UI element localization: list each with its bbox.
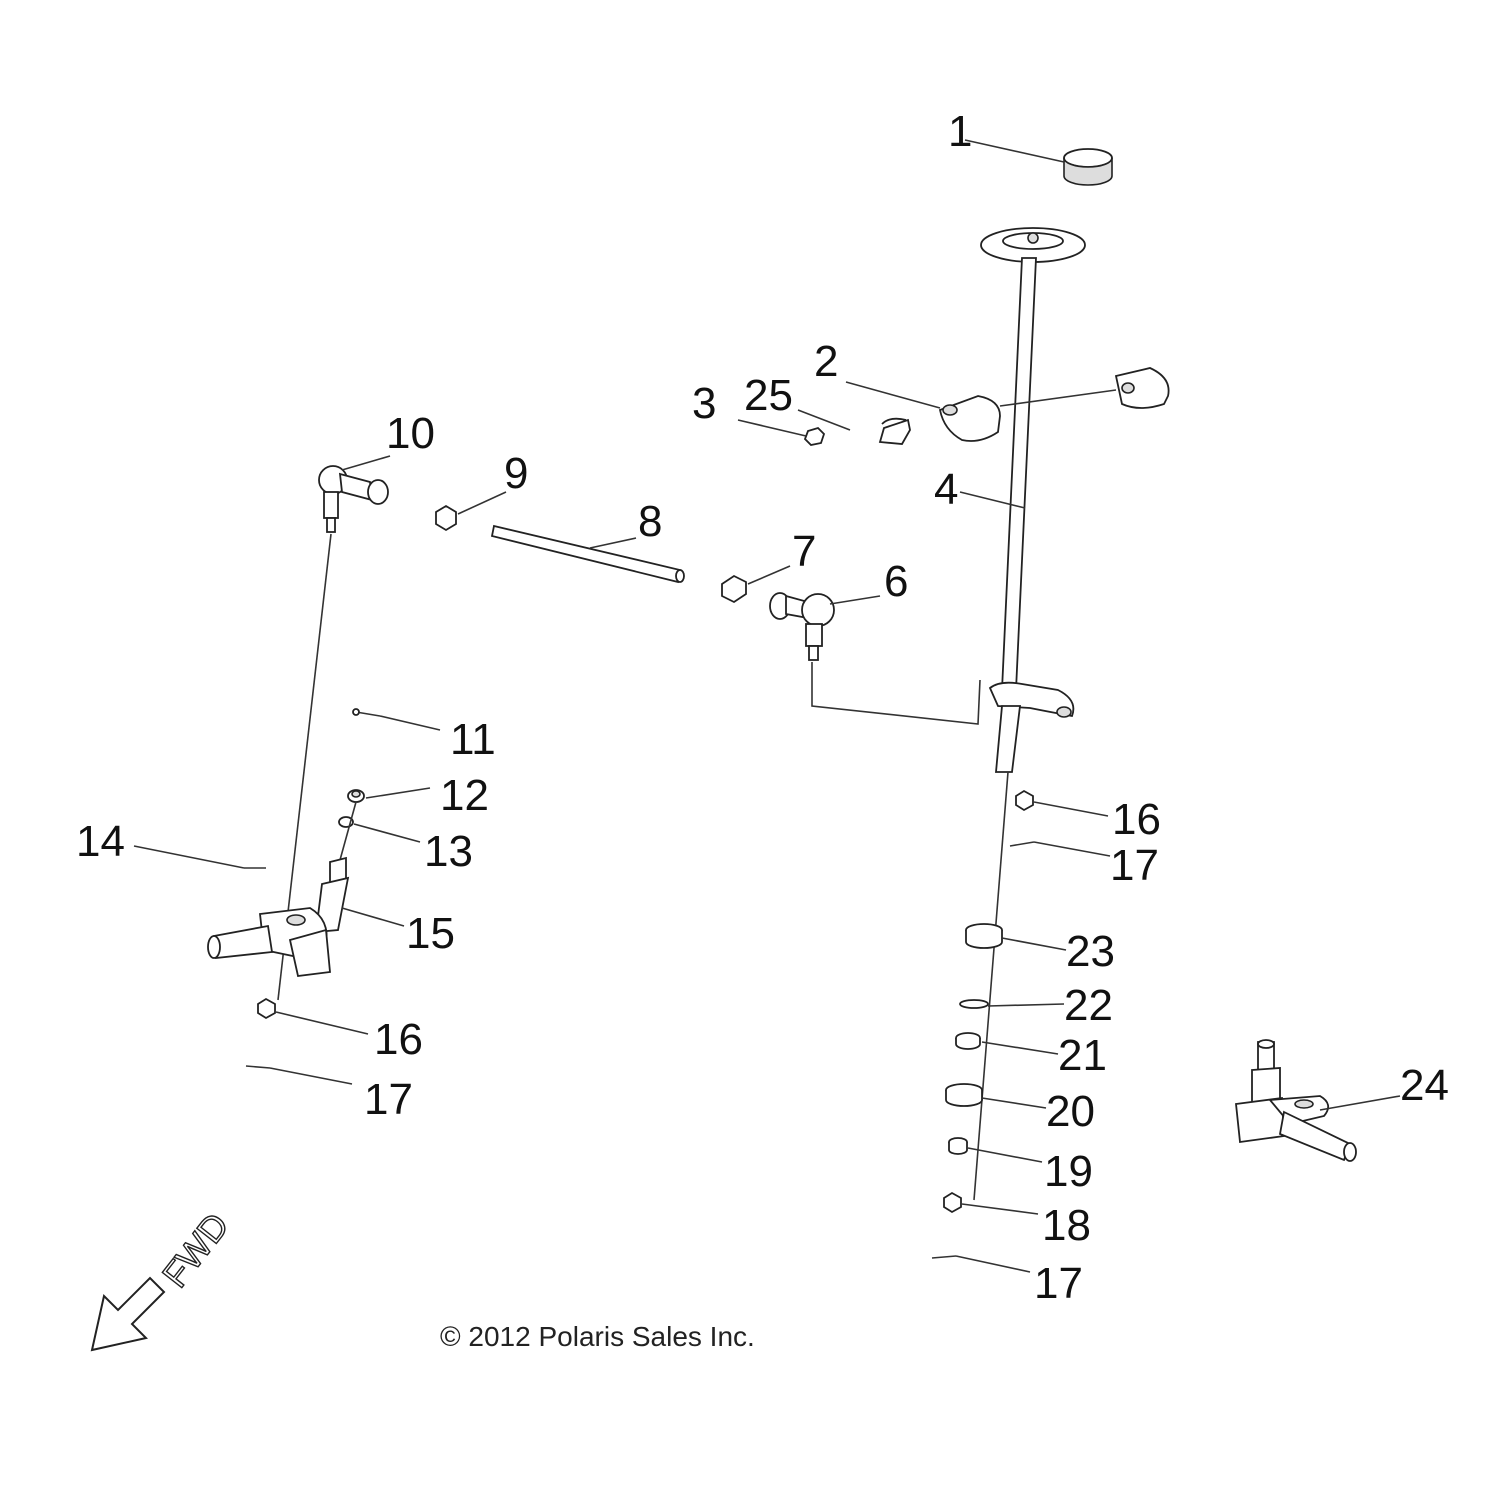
part-10-tie-rod-end <box>318 465 389 533</box>
leader-10 <box>341 455 391 471</box>
part-11-cotter-pin <box>352 708 381 717</box>
copyright-text: © 2012 Polaris Sales Inc. <box>440 1321 755 1352</box>
part-15-spindle-left <box>207 856 350 977</box>
part-18-nut <box>943 1191 962 1214</box>
part-3-nut <box>803 426 826 446</box>
leader-21 <box>981 1041 1059 1055</box>
leader-14 <box>133 845 245 869</box>
leader-19 <box>967 1147 1043 1163</box>
leader-12 <box>365 787 431 799</box>
leader-18 <box>961 1203 1039 1215</box>
leader-15 <box>341 907 405 927</box>
part-23-bushing <box>965 923 1003 949</box>
callout-24: 24 <box>1400 1061 1449 1110</box>
fwd-label: FWD <box>154 1205 237 1295</box>
part-9-jam-nut <box>435 504 457 532</box>
leader-17-bottom <box>955 1255 1031 1273</box>
callout-15: 15 <box>406 909 455 958</box>
part-4-steering-post <box>980 227 1086 773</box>
leader-1 <box>964 139 1065 163</box>
callout-17-right: 17 <box>1110 841 1159 890</box>
part-19-spacer <box>948 1137 968 1155</box>
callout-22: 22 <box>1064 981 1113 1030</box>
part-17-cotter-pin-left <box>245 1065 271 1069</box>
leader-3 <box>737 419 807 437</box>
axis-line-spindle <box>339 801 357 861</box>
part-6-tie-rod-end <box>769 592 835 661</box>
part-17-cotter-pin-bottom <box>931 1255 957 1259</box>
callout-23: 23 <box>1066 927 1115 976</box>
callout-17-bottom: 17 <box>1034 1259 1083 1308</box>
callout-7: 7 <box>792 527 816 576</box>
leader-6 <box>829 595 881 605</box>
part-22-snap-ring <box>959 999 989 1009</box>
callout-13: 13 <box>424 827 473 876</box>
callout-16-right: 16 <box>1112 795 1161 844</box>
callout-6: 6 <box>884 557 908 606</box>
leader-2 <box>845 381 941 409</box>
callout-8: 8 <box>638 497 662 546</box>
part-16-nut-left <box>257 997 276 1020</box>
part-2-clamp-upper <box>1114 367 1170 409</box>
leader-22 <box>987 1003 1065 1007</box>
callout-19: 19 <box>1044 1147 1093 1196</box>
forward-direction-arrow <box>90 1276 166 1352</box>
leader-23 <box>1001 937 1067 951</box>
callout-10: 10 <box>386 409 435 458</box>
callout-3: 3 <box>692 379 716 428</box>
part-7-jam-nut <box>721 574 747 604</box>
leader-24 <box>1319 1095 1401 1111</box>
part-8-tie-rod <box>490 524 685 584</box>
part-25-plate <box>878 417 911 445</box>
part-1-cap <box>1063 148 1113 186</box>
leader-8 <box>589 537 637 549</box>
callout-9: 9 <box>504 449 528 498</box>
leader-4 <box>959 491 1026 509</box>
callout-17-left: 17 <box>364 1075 413 1124</box>
callout-25: 25 <box>744 371 793 420</box>
callout-16-left: 16 <box>374 1015 423 1064</box>
part-17-cotter-pin-right <box>1009 841 1035 847</box>
callout-2: 2 <box>814 337 838 386</box>
leader-13 <box>353 823 421 843</box>
part-21-bearing <box>955 1032 981 1050</box>
callout-20: 20 <box>1046 1087 1095 1136</box>
part-2-bracket <box>938 389 1117 442</box>
part-12-nut <box>347 789 365 803</box>
axis-line-right <box>973 771 1009 1201</box>
leader-11 <box>379 715 441 731</box>
part-20-seal <box>945 1083 983 1107</box>
callout-21: 21 <box>1058 1031 1107 1080</box>
part-24-spindle-right <box>1235 1039 1357 1162</box>
callout-4: 4 <box>934 465 958 514</box>
leader-17-left <box>269 1067 353 1085</box>
leader-20 <box>981 1097 1047 1109</box>
leader-25 <box>797 409 851 431</box>
callout-14: 14 <box>76 817 125 866</box>
callout-12: 12 <box>440 771 489 820</box>
callout-18: 18 <box>1042 1201 1091 1250</box>
callout-11: 11 <box>450 715 496 764</box>
part-16-nut-right <box>1015 789 1034 812</box>
linkage-line-6-to-4 <box>811 662 981 725</box>
leader-16-right <box>1033 801 1109 817</box>
leader-16-left <box>275 1011 369 1035</box>
leader-7 <box>747 565 791 585</box>
leader-17-right <box>1033 841 1111 857</box>
leader-9 <box>457 491 507 515</box>
callout-1: 1 <box>948 107 972 156</box>
